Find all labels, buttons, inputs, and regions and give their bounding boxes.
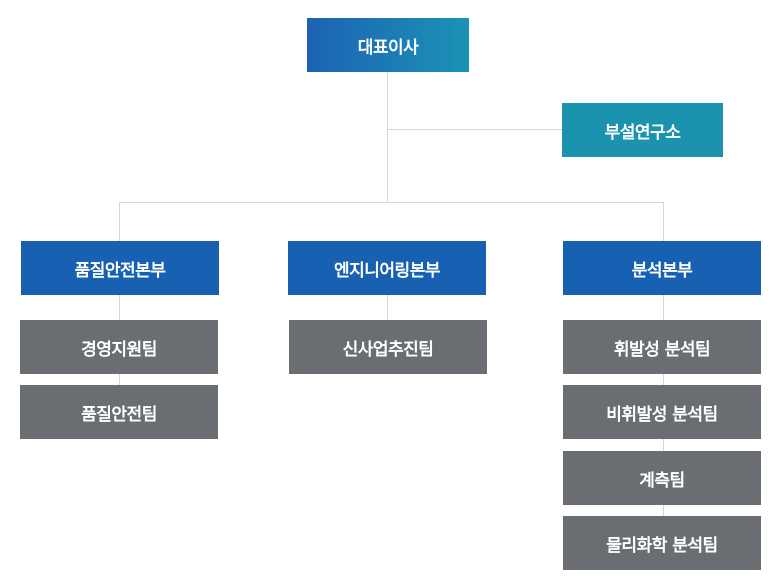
division-label: 엔지니어링본부 xyxy=(334,260,440,281)
connector-divisions-horizontal xyxy=(119,202,663,203)
division-box: 엔지니어링본부 xyxy=(288,241,486,295)
team-label: 비휘발성 분석팀 xyxy=(606,404,718,425)
division-box: 품질안전본부 xyxy=(21,241,219,295)
team-box: 품질안전팀 xyxy=(20,385,218,439)
team-label: 경영지원팀 xyxy=(81,339,157,360)
ceo-box: 대표이사 xyxy=(307,18,469,72)
division-label: 품질안전본부 xyxy=(74,260,166,281)
division-label: 분석본부 xyxy=(631,260,693,281)
connector-ceo-vertical xyxy=(387,71,388,202)
team-box: 휘발성 분석팀 xyxy=(563,320,761,374)
team-box: 신사업추진팀 xyxy=(289,320,487,374)
team-label: 물리화학 분석팀 xyxy=(606,535,718,556)
team-box: 경영지원팀 xyxy=(20,320,218,374)
team-label: 품질안전팀 xyxy=(81,404,157,425)
team-box: 비휘발성 분석팀 xyxy=(563,385,761,439)
ceo-label: 대표이사 xyxy=(357,37,419,58)
team-box: 계측팀 xyxy=(563,451,761,505)
connector-division-3-drop xyxy=(663,202,664,242)
division-box: 분석본부 xyxy=(563,241,761,295)
team-box: 물리화학 분석팀 xyxy=(563,516,761,570)
connector-division-2-teams xyxy=(387,294,388,321)
team-label: 계측팀 xyxy=(639,470,685,491)
research-lab-box: 부설연구소 xyxy=(562,103,723,157)
team-label: 신사업추진팀 xyxy=(342,339,434,360)
connector-division-1-drop xyxy=(119,202,120,242)
connector-lab-horizontal xyxy=(387,129,562,130)
research-lab-label: 부설연구소 xyxy=(604,122,681,143)
team-label: 휘발성 분석팀 xyxy=(613,339,711,360)
